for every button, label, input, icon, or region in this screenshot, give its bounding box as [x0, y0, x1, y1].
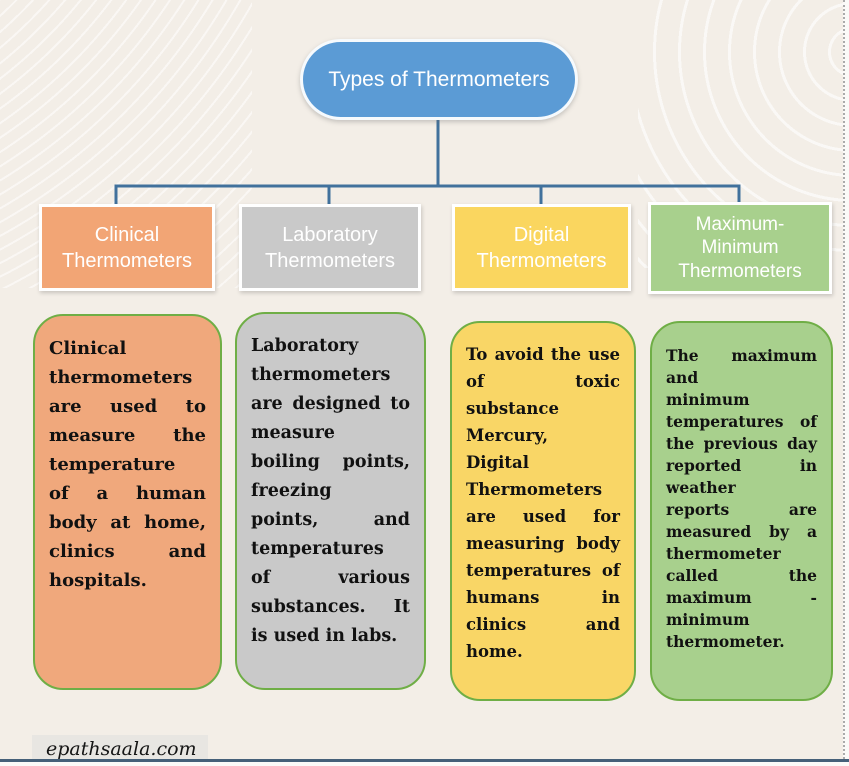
- text-line: Laboratory: [251, 336, 359, 356]
- text-line: To avoid the use: [466, 345, 620, 364]
- text-line: measure: [251, 423, 335, 443]
- text-line: minimum: [666, 390, 750, 409]
- text-line: thermometer: [666, 544, 781, 563]
- text-line: reports are: [666, 500, 817, 519]
- text-line: maximum -: [666, 588, 817, 607]
- text-line: minimum: [666, 610, 750, 629]
- bottom-bar: [0, 759, 849, 762]
- text-line: thermometer.: [666, 632, 785, 651]
- description-laboratory-thermometers: Laboratory thermometers are designed to mea…: [235, 312, 426, 690]
- text-line: The maximum: [666, 346, 817, 365]
- text-line: of various: [251, 568, 410, 588]
- text-line: points, and: [251, 510, 410, 530]
- text-line: of toxic: [466, 372, 620, 391]
- description-maximum-minimum-thermometers: The maximum and minimum temperatures of the …: [650, 321, 833, 701]
- text-line: substance: [466, 399, 559, 418]
- text-line: substances. It: [251, 597, 410, 617]
- text-line: Clinical: [49, 338, 127, 359]
- canvas-right-dotted-edge: [843, 0, 849, 759]
- text-line: temperatures of: [466, 561, 620, 580]
- text-line: of a human: [49, 483, 206, 504]
- text-line: temperatures of: [666, 412, 817, 431]
- text-line: weather: [666, 478, 736, 497]
- text-line: body at home,: [49, 512, 206, 533]
- text-line: called the: [666, 566, 817, 585]
- text-line: thermometers: [251, 365, 391, 385]
- description-clinical-thermometers: Clinical thermometers are used to measure t…: [33, 314, 222, 690]
- text-line: boiling points,: [251, 452, 410, 472]
- text-line: home.: [466, 642, 523, 661]
- connector-path: [114, 120, 741, 206]
- text-line: Digital: [466, 453, 529, 472]
- text-line: Thermometers: [466, 480, 602, 499]
- text-line: measuring body: [466, 534, 620, 553]
- text-line: measure the: [49, 425, 206, 446]
- text-line: humans in: [466, 588, 620, 607]
- header-maximum-minimum-thermometers: Maximum- Minimum Thermometers: [648, 202, 832, 294]
- root-node: Types of Thermometers: [300, 39, 578, 120]
- text-line: clinics and: [466, 615, 620, 634]
- text-line: measured by a: [666, 522, 817, 541]
- header-clinical-thermometers: Clinical Thermometers: [39, 204, 215, 291]
- text-line: reported in: [666, 456, 817, 475]
- text-line: temperatures: [251, 539, 384, 559]
- text-line: the previous day: [666, 434, 817, 453]
- text-line: are used for: [466, 507, 620, 526]
- text-line: are designed to: [251, 394, 410, 414]
- text-line: thermometers: [49, 367, 193, 388]
- text-line: is used in labs.: [251, 626, 398, 646]
- watermark-text: epathsaala.com: [46, 738, 197, 760]
- header-laboratory-thermometers: Laboratory Thermometers: [239, 204, 421, 291]
- watermark-badge: epathsaala.com: [32, 735, 208, 762]
- text-line: hospitals.: [49, 570, 147, 591]
- text-line: clinics and: [49, 541, 206, 562]
- text-line: freezing: [251, 481, 332, 501]
- bottom-edge-strip: [0, 762, 849, 766]
- header-digital-thermometers: Digital Thermometers: [452, 204, 631, 291]
- text-line: temperature: [49, 454, 176, 475]
- text-line: Mercury,: [466, 426, 548, 445]
- text-line: are used to: [49, 396, 206, 417]
- text-line: and: [666, 368, 699, 387]
- root-node-label: Types of Thermometers: [328, 67, 550, 91]
